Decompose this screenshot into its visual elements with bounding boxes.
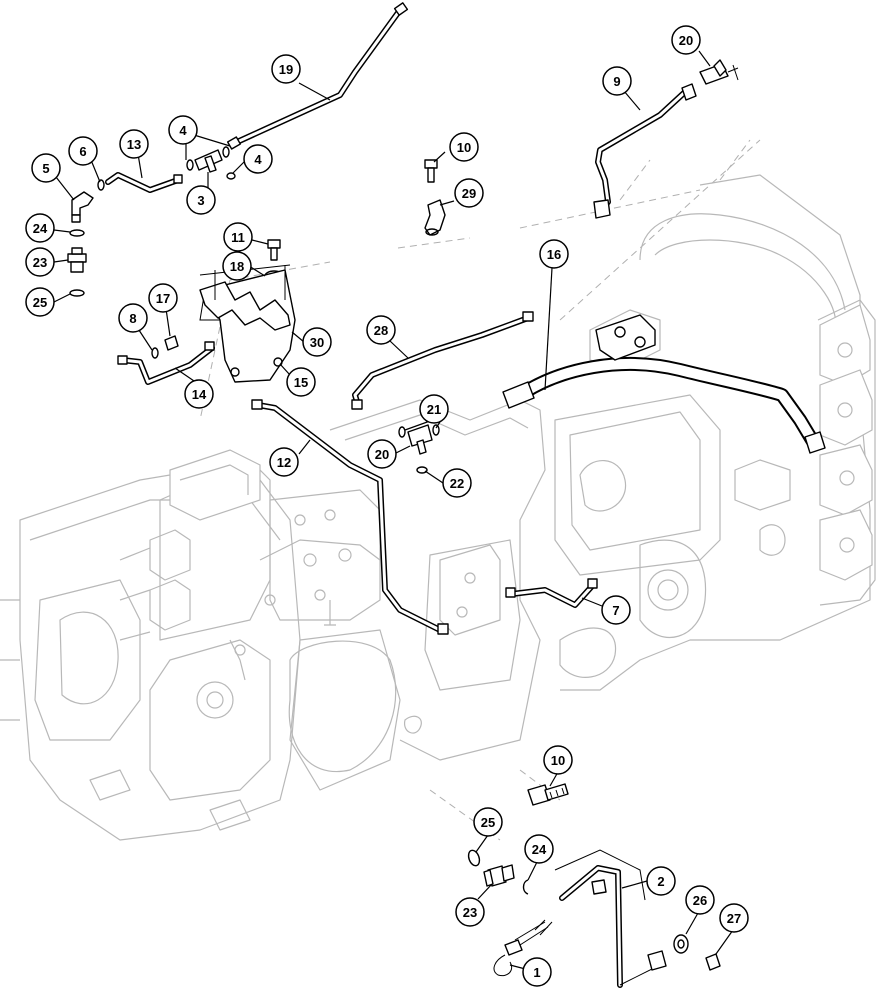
parts-linework	[67, 2, 826, 988]
callout-13: 13	[119, 129, 149, 159]
callout-label: 17	[156, 291, 170, 306]
transmission-housing-outline	[0, 139, 876, 841]
callout-25a: 25	[25, 287, 55, 317]
callout-label: 11	[231, 230, 245, 245]
callout-19: 19	[271, 54, 301, 84]
callout-12: 12	[269, 447, 299, 477]
callout-10b: 10	[543, 745, 573, 775]
callout-label: 14	[192, 387, 207, 402]
callout-3: 3	[186, 185, 216, 215]
callout-label: 4	[179, 123, 187, 138]
callout-9: 9	[602, 66, 632, 96]
callout-label: 24	[532, 842, 547, 857]
callout-label: 20	[375, 447, 389, 462]
callout-23b: 23	[455, 897, 485, 927]
callout-label: 8	[129, 311, 136, 326]
callout-label: 16	[547, 247, 561, 262]
callout-18: 18	[222, 251, 252, 281]
callout-label: 10	[551, 753, 565, 768]
callout-label: 2	[657, 874, 664, 889]
callout-label: 21	[427, 402, 441, 417]
callout-28: 28	[366, 315, 396, 345]
callout-11: 11	[223, 222, 253, 252]
callout-label: 27	[727, 911, 741, 926]
callout-label: 20	[679, 33, 693, 48]
callout-21: 21	[419, 394, 449, 424]
callout-label: 6	[79, 144, 86, 159]
callout-label: 24	[33, 221, 48, 236]
callout-label: 10	[457, 140, 471, 155]
callout-7: 7	[601, 595, 631, 625]
callout-label: 28	[374, 323, 388, 338]
callout-16: 16	[539, 239, 569, 269]
callout-29: 29	[454, 178, 484, 208]
callout-6: 6	[68, 136, 98, 166]
callout-17: 17	[148, 283, 178, 313]
callout-14: 14	[184, 379, 214, 409]
callout-label: 1	[533, 965, 540, 980]
callout-22: 22	[442, 468, 472, 498]
callout-8: 8	[118, 303, 148, 333]
callout-label: 12	[277, 455, 291, 470]
callout-label: 15	[294, 375, 308, 390]
callout-label: 19	[279, 62, 293, 77]
callout-20b: 20	[367, 439, 397, 469]
callout-25b: 25	[473, 807, 503, 837]
callout-1: 1	[522, 957, 552, 987]
callout-label: 29	[462, 186, 476, 201]
callout-10a: 10	[449, 132, 479, 162]
callout-4a: 4	[168, 115, 198, 145]
callout-label: 30	[310, 335, 324, 350]
callout-label: 5	[42, 161, 49, 176]
callout-24a: 24	[25, 213, 55, 243]
callout-label: 25	[481, 815, 495, 830]
callout-27: 27	[719, 903, 749, 933]
callout-label: 23	[33, 255, 47, 270]
callout-label: 3	[197, 193, 204, 208]
callout-label: 23	[463, 905, 477, 920]
callout-label: 13	[127, 137, 141, 152]
callout-23a: 23	[25, 247, 55, 277]
callout-4b: 4	[243, 144, 273, 174]
callout-26: 26	[685, 885, 715, 915]
callout-label: 25	[33, 295, 47, 310]
callout-24b: 24	[524, 834, 554, 864]
callout-20a: 20	[671, 25, 701, 55]
callout-5: 5	[31, 153, 61, 183]
callout-30: 30	[302, 327, 332, 357]
callout-2: 2	[646, 866, 676, 896]
callout-15: 15	[286, 367, 316, 397]
callout-label: 18	[230, 259, 244, 274]
callout-label: 26	[693, 893, 707, 908]
callout-label: 22	[450, 476, 464, 491]
callout-label: 4	[254, 152, 262, 167]
callout-label: 9	[613, 74, 620, 89]
callout-label: 7	[612, 603, 619, 618]
